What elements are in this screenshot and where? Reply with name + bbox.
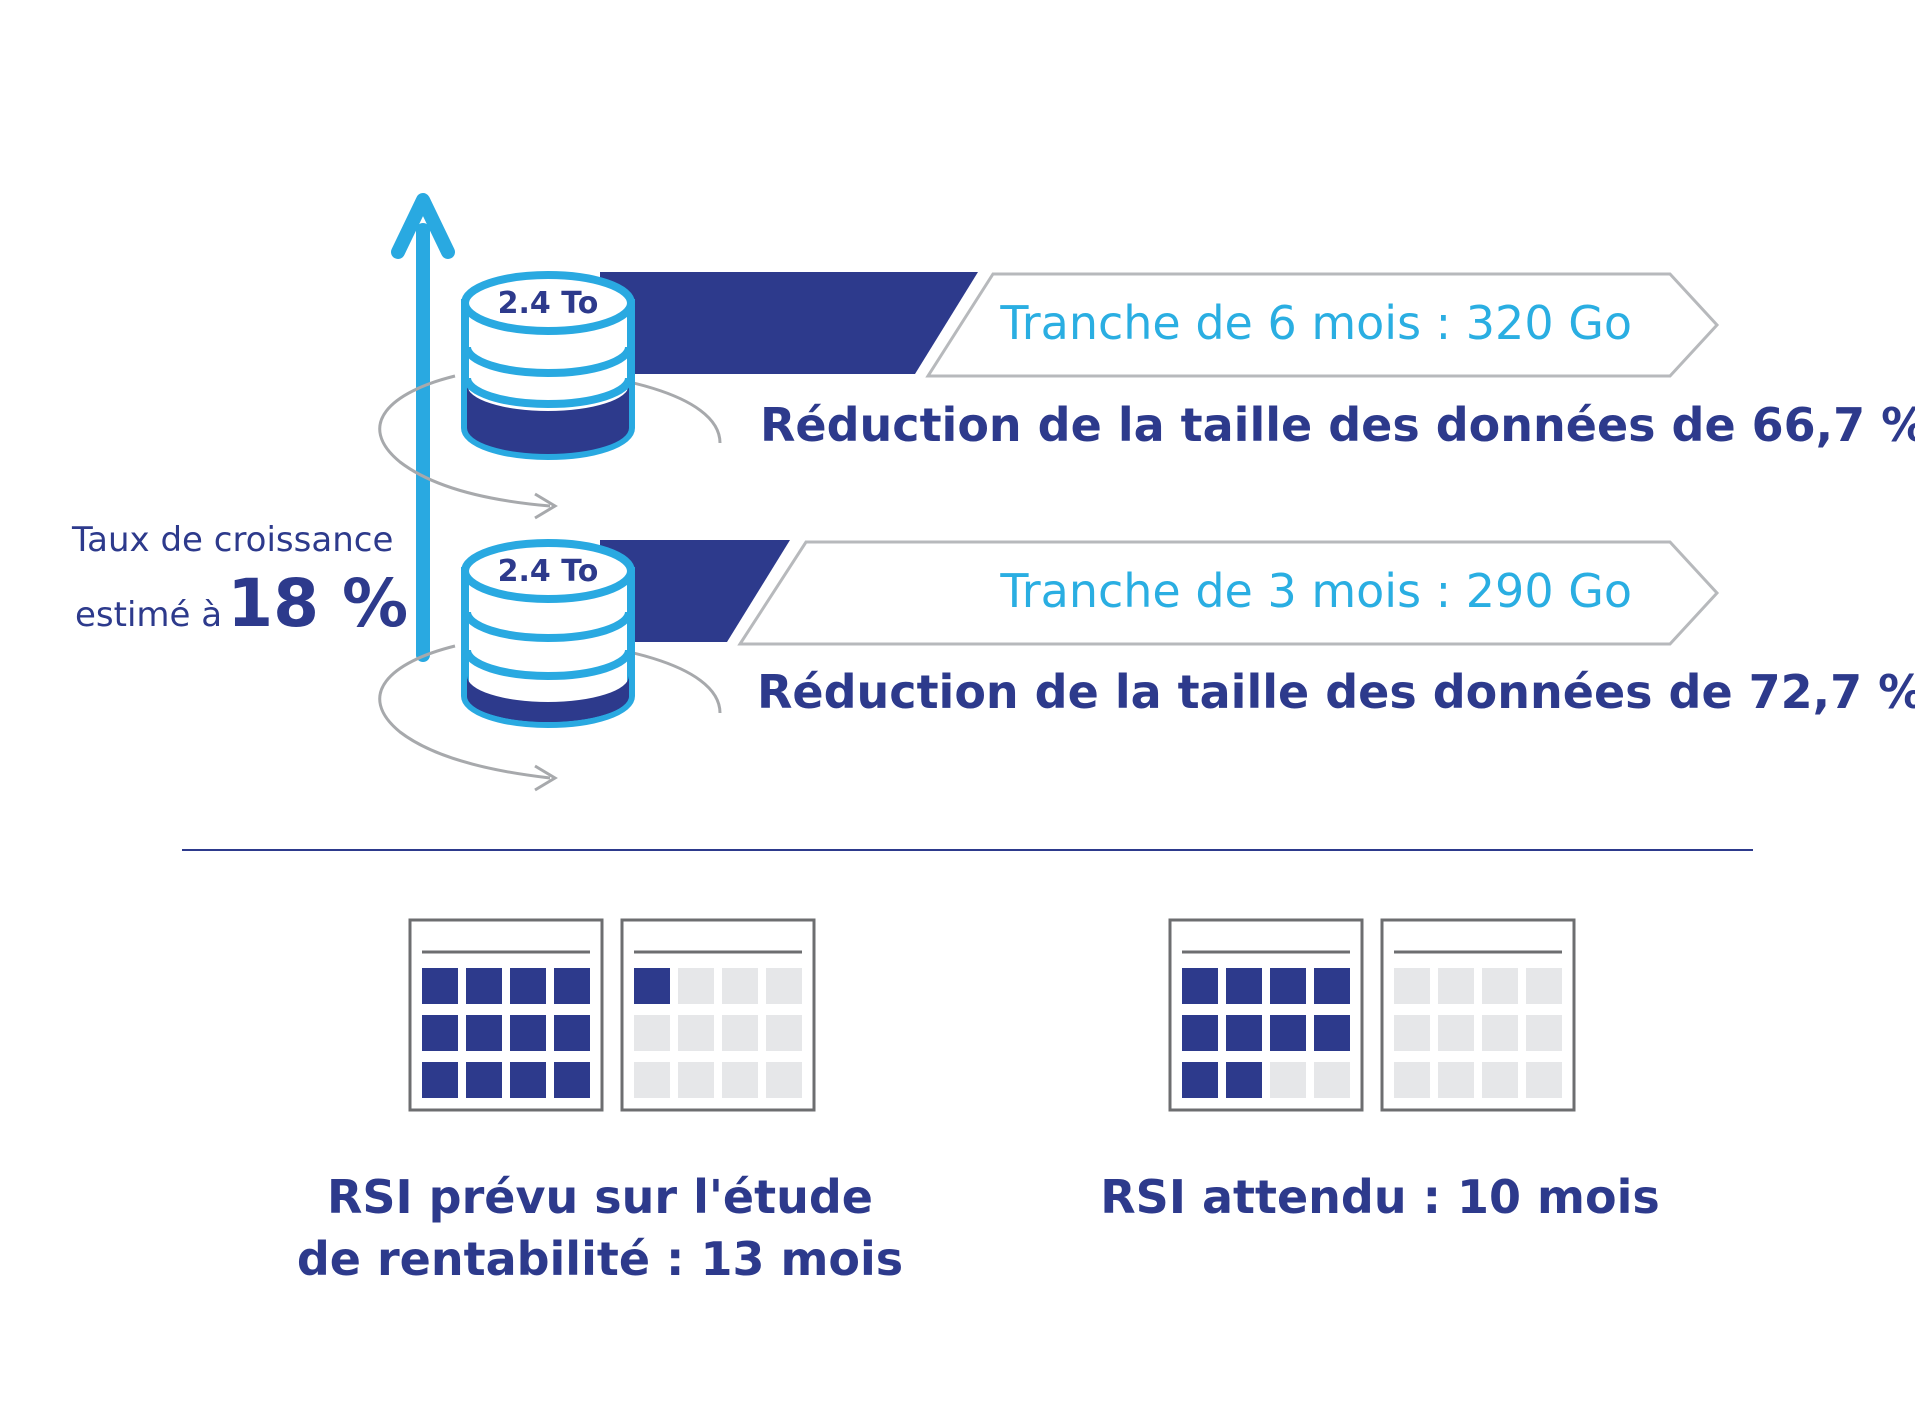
roi-calendars [408,918,1576,1112]
rotation-arrowhead-icon [534,492,558,520]
calendar-cell-filled [466,968,502,1004]
calendar-cell-empty [634,1015,670,1051]
calendar-cell-empty [722,1015,758,1051]
calendar-cell-empty [1482,968,1518,1004]
roi-expected-line1: RSI attendu : 10 mois [1100,1170,1660,1224]
calendar-cell-filled [1226,1015,1262,1051]
reduction-band-2 [600,540,790,642]
calendar-cell-filled [1314,968,1350,1004]
growth-value: 18 % [227,565,409,642]
reduction-band-1 [600,272,978,374]
calendar-cell-filled [1226,1062,1262,1098]
calendar-cell-empty [1526,1062,1562,1098]
row-1-graphics [378,271,1720,520]
calendar-cell-empty [1394,1015,1430,1051]
calendar-cell-empty [1314,1062,1350,1098]
calendar-cell-empty [634,1062,670,1098]
tranche-arrow-1 [925,272,1720,378]
roi-forecast-text: RSI prévu sur l'étude de rentabilité : 1… [260,1166,940,1290]
calendar-cell-empty [722,1062,758,1098]
calendar-cell-filled [1182,1015,1218,1051]
calendar-cell-filled [1182,1062,1218,1098]
calendar-cell-filled [1226,968,1262,1004]
reduction-label-1: Réduction de la taille des données de 66… [760,398,1915,452]
calendar-cell-filled [554,1015,590,1051]
calendar-cell-empty [1482,1062,1518,1098]
roi-expected-text: RSI attendu : 10 mois [1040,1166,1720,1228]
growth-label-line2: estimé à 18 % [75,565,408,642]
calendar-cell-empty [766,1015,802,1051]
calendar-cell-empty [1438,1015,1474,1051]
calendar-cell-empty [1394,1062,1430,1098]
database-label-1: 2.4 To [497,286,599,321]
calendar-cell-filled [554,968,590,1004]
calendar-cell-filled [422,1062,458,1098]
growth-label-line1: Taux de croissance [72,520,394,560]
tranche-label-1: Tranche de 6 mois : 320 Go [1000,296,1632,350]
calendar-cell-empty [1438,1062,1474,1098]
calendar-cell-empty [1526,1015,1562,1051]
calendar-cell-empty [678,1015,714,1051]
database-label-2: 2.4 To [497,554,599,589]
calendar-cell-empty [678,968,714,1004]
calendar-cell-filled [1270,1015,1306,1051]
calendar-cell-empty [1438,968,1474,1004]
calendar-cell-empty [678,1062,714,1098]
growth-arrow-icon [391,193,455,662]
roi-forecast-line2: de rentabilité : 13 mois [296,1232,904,1286]
tranche-arrow-2 [737,540,1720,646]
calendar-cell-filled [634,968,670,1004]
calendar-cell-empty [1482,1015,1518,1051]
calendar-cell-filled [510,1015,546,1051]
calendar-cell-filled [1314,1015,1350,1051]
calendar-cell-filled [510,968,546,1004]
calendar-cell-filled [466,1015,502,1051]
growth-label-prefix: estimé à [75,595,223,635]
calendar-cell-filled [422,1015,458,1051]
calendar-cell-filled [466,1062,502,1098]
database-icon-2 [461,539,635,728]
reduction-label-2: Réduction de la taille des données de 72… [757,665,1915,719]
row-2-graphics [378,539,1720,792]
calendar-cell-filled [554,1062,590,1098]
calendar-cell-filled [1182,968,1218,1004]
calendar-cell-empty [722,968,758,1004]
calendar-cell-empty [1526,968,1562,1004]
calendar-cell-empty [1270,1062,1306,1098]
calendar-cell-empty [766,1062,802,1098]
calendar-cell-filled [1270,968,1306,1004]
database-icon-1 [461,271,635,460]
roi-forecast-line1: RSI prévu sur l'étude [327,1170,873,1224]
calendar-cell-filled [422,968,458,1004]
calendar-cell-empty [1394,968,1430,1004]
calendar-cell-empty [766,968,802,1004]
tranche-label-2: Tranche de 3 mois : 290 Go [1000,564,1632,618]
rotation-arrowhead-icon [534,764,558,792]
calendar-cell-filled [510,1062,546,1098]
